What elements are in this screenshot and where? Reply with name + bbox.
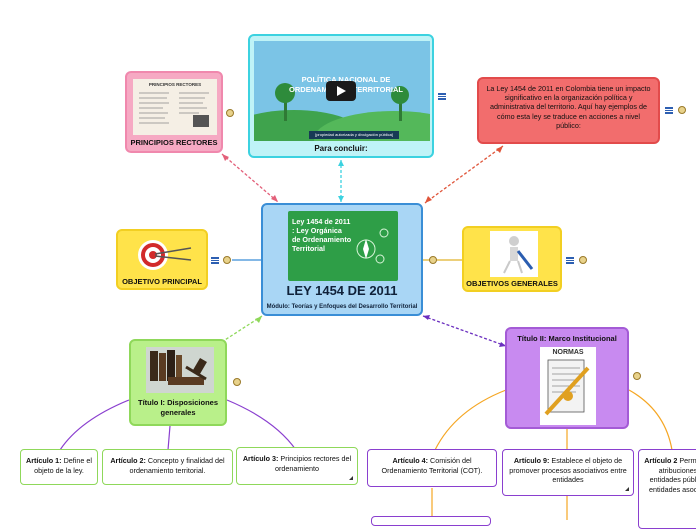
articulo-partial-node[interactable] <box>371 516 491 526</box>
articulo-1-text: Define el objeto de la ley. <box>34 456 92 475</box>
objetivos-generales-label: OBJETIVOS GENERALES <box>466 279 558 288</box>
gavel-books-image <box>146 347 214 393</box>
expand-corner-icon[interactable] <box>349 476 353 480</box>
articulo-3-text: Principios rectores del ordenamiento <box>275 454 352 473</box>
articulo-3[interactable]: Artículo 3: Principios rectores del orde… <box>236 447 358 485</box>
colombia-flag-icon <box>633 372 641 380</box>
articulo-2-title: Artículo 2: <box>110 456 146 465</box>
articulo-3-title: Artículo 3: <box>242 454 279 463</box>
objetivo-principal-label: OBJETIVO PRINCIPAL <box>122 277 202 286</box>
normas-image-text: NORMAS <box>552 349 584 356</box>
normas-image: NORMAS <box>540 347 596 425</box>
colombia-flag-icon <box>223 256 231 264</box>
articulo-4-title: Artículo 4: <box>392 456 428 465</box>
video-caption: Para concluir: <box>314 144 368 153</box>
articulo-1[interactable]: Artículo 1: Define el objeto de la ley. <box>20 449 98 485</box>
target-icon <box>138 240 192 270</box>
principios-label: PRINCIPIOS RECTORES <box>130 138 218 147</box>
video-thumbnail[interactable]: POLÍTICA NACIONAL DE ORDENAMIENTO TERRIT… <box>254 41 430 141</box>
expand-corner-icon[interactable] <box>625 487 629 491</box>
titulo-1-label: Título I: Disposiciones generales <box>137 398 218 417</box>
gavel-icon <box>150 350 207 385</box>
articulo-2-text: Concepto y finalidad del ordenamiento te… <box>129 456 225 475</box>
central-title: LEY 1454 DE 2011 <box>286 283 398 298</box>
notes-menu-icon[interactable] <box>211 256 219 264</box>
principios-document-image: PRINCIPIOS RECTORES <box>133 79 217 135</box>
articulo-2-marco[interactable]: Artículo 2 Permite la atribuciones entid… <box>638 449 696 529</box>
articulo-2-marco-text: Permite la atribuciones entidades públ e… <box>649 456 696 494</box>
video-node[interactable]: POLÍTICA NACIONAL DE ORDENAMIENTO TERRIT… <box>248 34 434 158</box>
video-caption-bar: [propiedad autorizada y divulgación públ… <box>309 131 399 139</box>
articulo-9[interactable]: Artículo 9: Establece el objeto de promo… <box>502 449 634 496</box>
ley-cover-image: Ley 1454 de 2011 : Ley Orgánica de Orden… <box>288 211 398 281</box>
worker-figure-icon <box>490 231 538 277</box>
ley-impact-note[interactable]: La Ley 1454 de 2011 en Colombia tiene un… <box>477 77 660 144</box>
ley-cover-text: Ley 1454 de 2011 : Ley Orgánica de Orden… <box>292 217 352 253</box>
central-subtitle: Módulo: Teorías y Enfoques del Desarroll… <box>266 304 418 310</box>
notes-menu-icon[interactable] <box>438 92 446 100</box>
central-topic[interactable]: Ley 1454 de 2011 : Ley Orgánica de Orden… <box>261 203 423 316</box>
articulo-9-title: Artículo 9: <box>513 456 550 465</box>
colombia-flag-icon <box>678 106 686 114</box>
principios-document-heading: PRINCIPIOS RECTORES <box>148 82 202 87</box>
objetivo-principal-node[interactable]: OBJETIVO PRINCIPAL <box>116 229 208 290</box>
compass-icon <box>356 228 389 264</box>
notes-menu-icon[interactable] <box>665 106 673 114</box>
colombia-flag-icon <box>579 256 587 264</box>
pencil-document-icon <box>544 359 590 416</box>
titulo-1-node[interactable]: Título I: Disposiciones generales <box>129 339 227 426</box>
notes-menu-icon[interactable] <box>566 256 574 264</box>
titulo-2-node[interactable]: Título II: Marco Institucional NORMAS <box>505 327 629 429</box>
play-button-icon[interactable] <box>326 81 356 101</box>
colombia-flag-icon <box>429 256 437 264</box>
articulo-2-marco-title: Artículo 2 <box>644 456 678 465</box>
articulo-4-text: Comisión del Ordenamiento Territorial (C… <box>381 456 483 475</box>
colombia-flag-icon <box>226 109 234 117</box>
articulo-1-title: Artículo 1: <box>26 456 62 465</box>
titulo-2-label: Título II: Marco Institucional <box>517 334 617 343</box>
document-lines <box>139 92 209 127</box>
colombia-flag-icon <box>233 378 241 386</box>
principios-rectores-node[interactable]: PRINCIPIOS RECTORES PRINCIPIOS RECTORES <box>125 71 223 153</box>
articulo-2[interactable]: Artículo 2: Concepto y finalidad del ord… <box>102 449 233 485</box>
articulo-4[interactable]: Artículo 4: Comisión del Ordenamiento Te… <box>367 449 497 487</box>
articulo-9-text: Establece el objeto de promover procesos… <box>509 456 627 484</box>
objetivos-generales-node[interactable]: OBJETIVOS GENERALES <box>462 226 562 292</box>
